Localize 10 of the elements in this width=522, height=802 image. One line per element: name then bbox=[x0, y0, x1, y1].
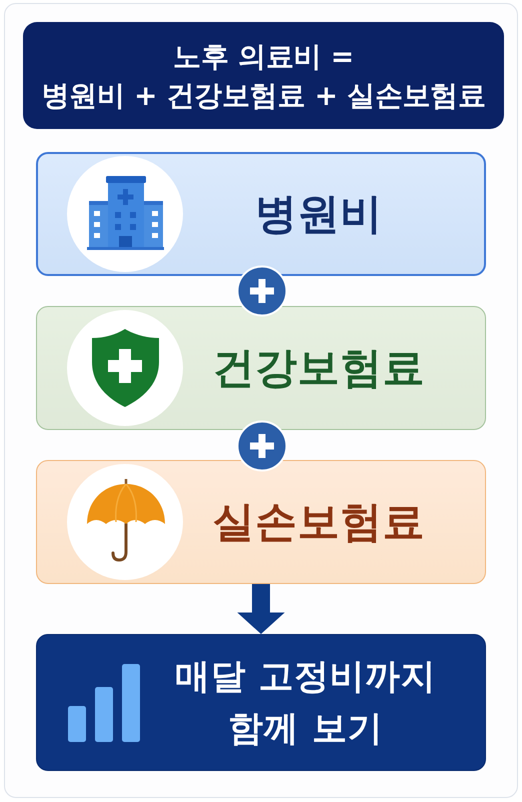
cost-card bbox=[36, 460, 486, 584]
action-label: 매달 고정비까지 함께 보기 bbox=[174, 656, 436, 750]
cost-card bbox=[36, 152, 486, 276]
item-label: 실손보험료 bbox=[212, 496, 425, 548]
cost-card bbox=[36, 306, 486, 430]
title-text: 노후 의료비 = 병원비 + 건강보험료 + 실손보험료 bbox=[41, 38, 486, 114]
summary-card bbox=[36, 634, 486, 771]
arrow bbox=[237, 584, 285, 634]
item-label: 건강보험료 bbox=[212, 342, 425, 394]
item-label: 병원비 bbox=[254, 188, 382, 240]
